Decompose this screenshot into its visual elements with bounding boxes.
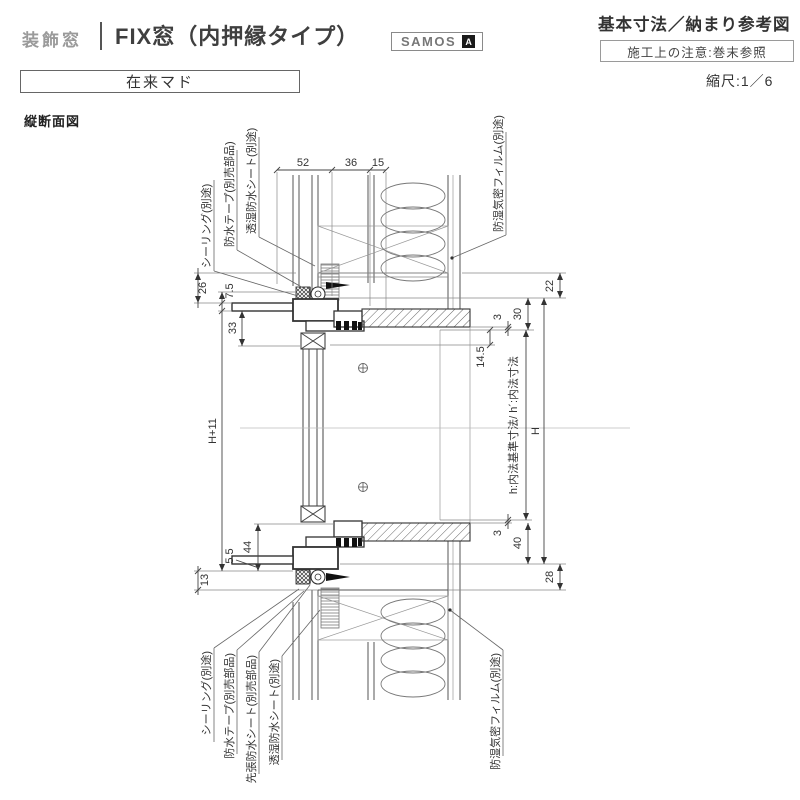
label-waterproof-tape-bottom: 防水テープ(別売部品) [222, 653, 236, 759]
dim-52: 52 [297, 157, 309, 169]
dim-13: 13 [199, 574, 211, 586]
dim-40: 40 [512, 537, 524, 549]
dim-3-bottom: 3 [492, 530, 504, 536]
dim-h-plus-11: H+11 [207, 418, 219, 444]
glazing-unit [240, 327, 630, 523]
lower-wall [292, 541, 461, 700]
category-label: 装飾窓 [22, 31, 82, 50]
label-vapor-barrier-bottom: 防湿気密フィルム(別途) [488, 653, 502, 770]
section-view-label: 縦断面図 [24, 114, 81, 129]
center-mark-icon [358, 363, 368, 492]
inner-dim-note: h:内法基準寸法/ h´:内法寸法 [506, 356, 520, 494]
dim-30: 30 [512, 308, 524, 320]
dim-44: 44 [242, 541, 254, 553]
dim-3-top: 3 [492, 314, 504, 320]
insulation-top-icon [380, 182, 446, 282]
dim-36: 36 [345, 157, 357, 169]
window-system-box: 在来マド [20, 70, 300, 93]
interior-trim-top [361, 308, 471, 328]
brand-logo: SAMOS A [391, 32, 484, 51]
head-frame [231, 282, 471, 332]
screw-shaft-icon-bottom [326, 573, 350, 581]
label-vapor-barrier-top: 防湿気密フィルム(別途) [491, 115, 505, 232]
page-title: FIX窓（内押縁タイプ） [115, 24, 360, 49]
dim-7-5: 7.5 [224, 283, 236, 298]
dimension-lines [194, 166, 563, 595]
notice-box: 施工上の注意:巻末参照 [600, 40, 794, 62]
scale-label: 縮尺:1／6 [706, 73, 774, 89]
label-sealing-top: シーリング(別途) [199, 184, 213, 268]
label-breathable-sheet-bottom: 透湿防水シート(別途) [267, 659, 281, 765]
dim-14-5: 14.5 [475, 346, 487, 367]
label-pre-applied-sheet-bottom: 先張防水シート(別売部品) [244, 655, 258, 783]
dim-22: 22 [544, 280, 556, 292]
label-breathable-sheet-top: 透湿防水シート(別途) [244, 128, 258, 234]
glazing-bead-bottom [333, 520, 363, 538]
brand-name: SAMOS [401, 34, 457, 49]
dim-28: 28 [544, 571, 556, 583]
sill-frame [231, 520, 471, 585]
dim-H: H [530, 427, 542, 435]
sealing-hatch-bottom [295, 569, 311, 585]
dimension-text: 52 36 15 26 7.5 33 H+11 5.5 44 13 22 30 … [197, 157, 556, 586]
dim-26: 26 [197, 282, 209, 294]
doc-title: 基本寸法／納まり参考図 [598, 16, 791, 34]
label-waterproof-tape-top: 防水テープ(別売部品) [222, 141, 236, 247]
dim-33: 33 [227, 322, 239, 334]
dim-15: 15 [372, 157, 384, 169]
title-divider [100, 22, 102, 50]
label-sealing-bottom: シーリング(別途) [199, 651, 213, 735]
dim-5-5: 5.5 [224, 548, 236, 563]
interior-trim-bottom [361, 522, 471, 542]
leader-labels: シーリング(別途) 防水テープ(別売部品) 透湿防水シート(別途) 防湿気密フィ… [199, 115, 505, 783]
brand-badge-icon: A [462, 35, 476, 48]
leader-lines [213, 132, 507, 774]
insulation-bottom-icon [380, 598, 446, 698]
